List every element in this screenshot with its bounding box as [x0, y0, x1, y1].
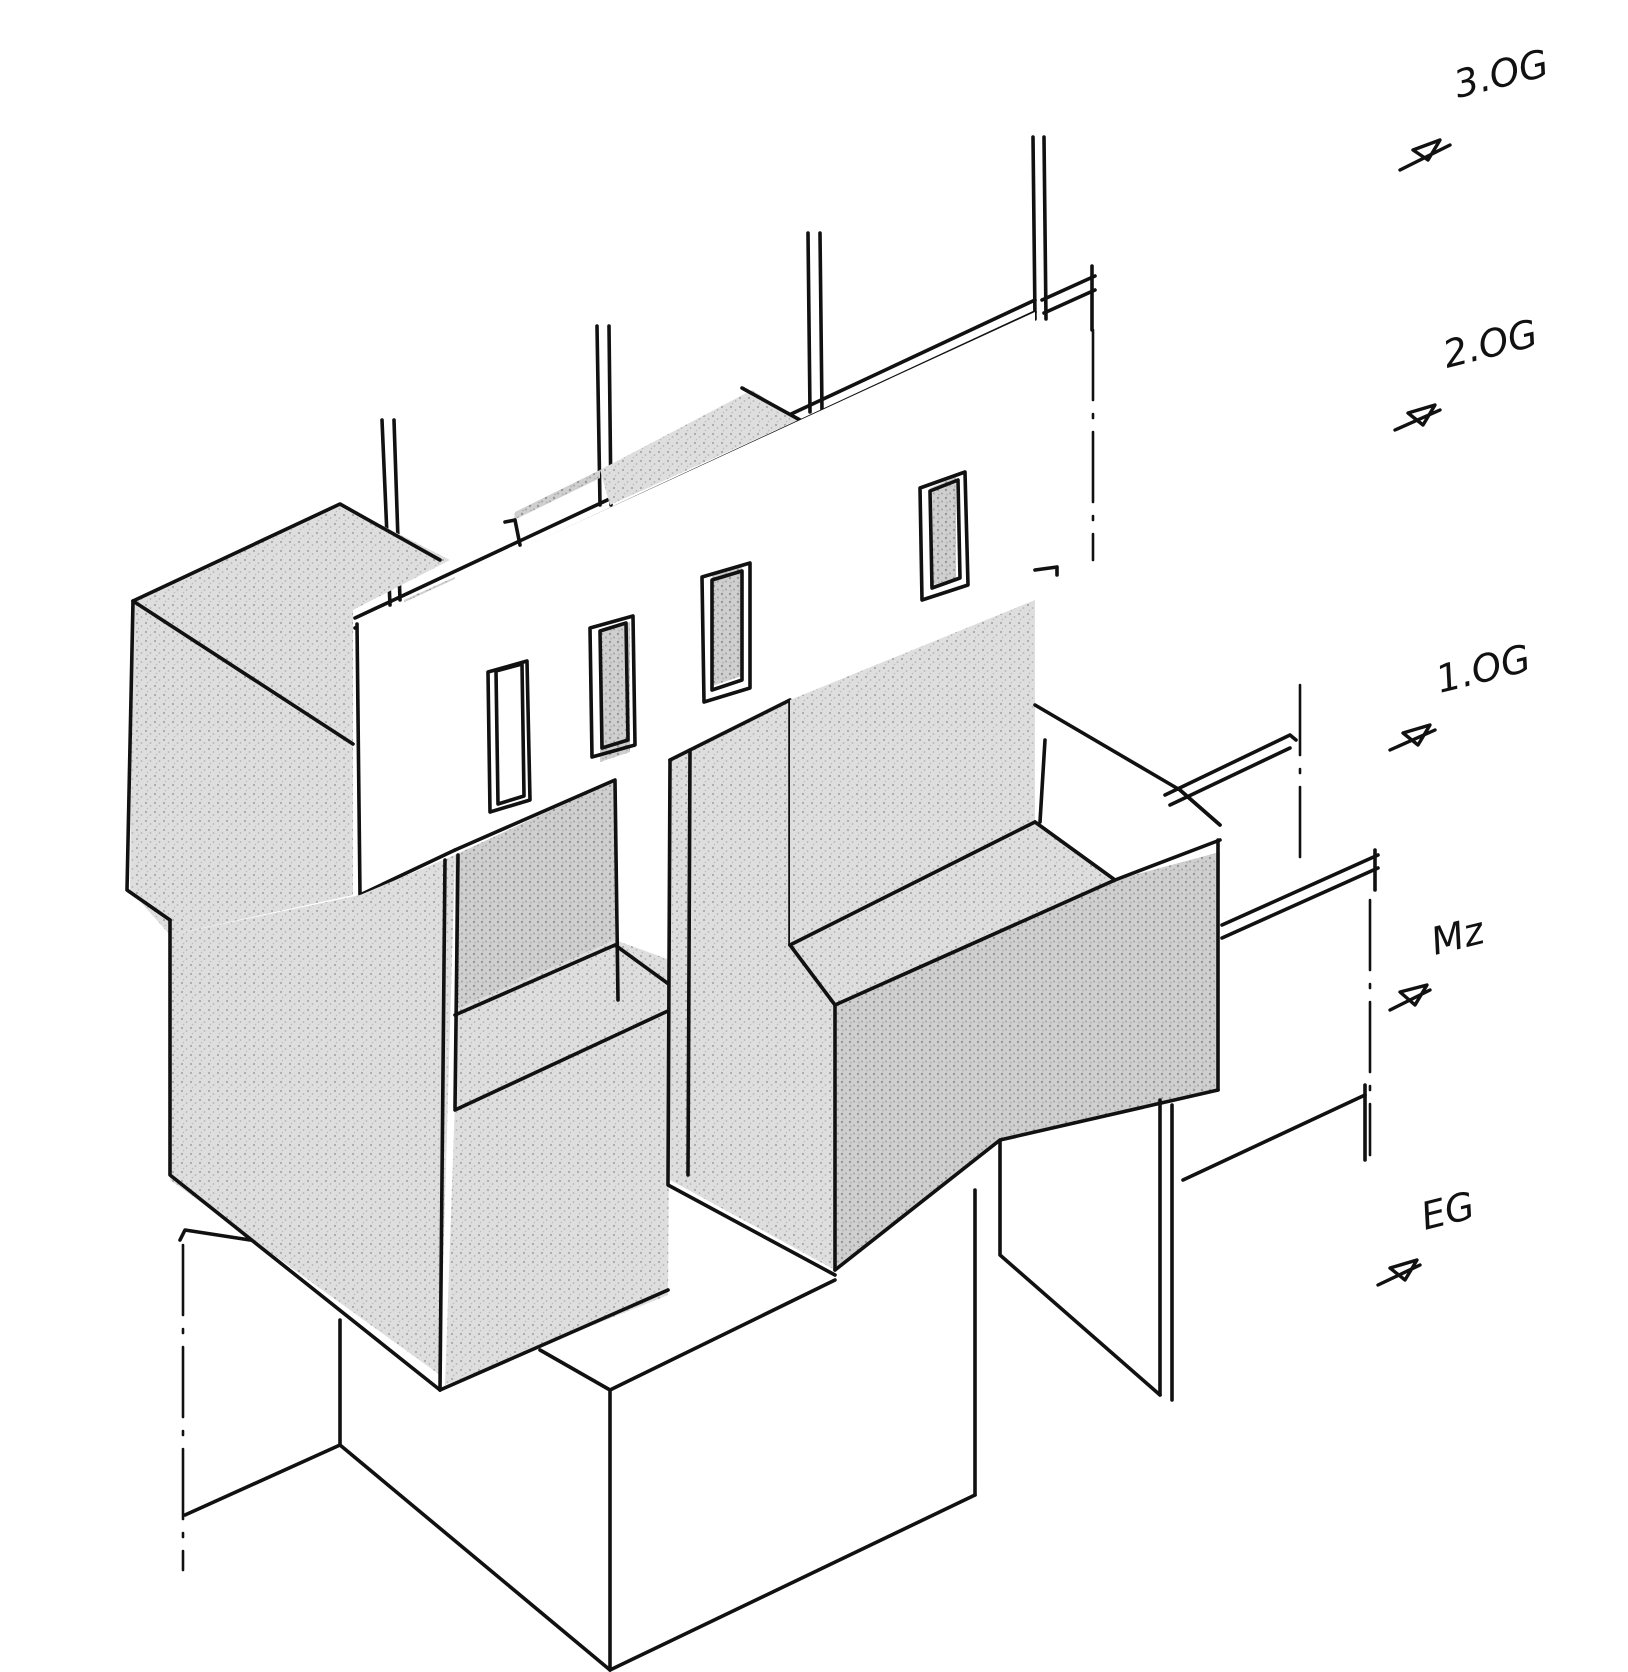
level-2og: 2.OG: [1393, 311, 1542, 432]
left-centre-block: [168, 778, 672, 1392]
window-4: [918, 470, 970, 602]
triangle-level-marker-icon: [1376, 1258, 1422, 1287]
upper-shaded-slots: [404, 386, 802, 607]
level-markers: 3.OG 2.OG 1.OG Mz EG: [1376, 41, 1553, 1287]
left-upper-block: [125, 502, 450, 935]
facade-windows: [486, 470, 970, 814]
level-eg: EG: [1376, 1183, 1480, 1287]
right-block: [788, 600, 1380, 1272]
triangle-level-marker-icon: [1388, 723, 1437, 752]
level-label-mz: Mz: [1427, 908, 1490, 964]
window-3: [700, 561, 752, 704]
level-1og: 1.OG: [1388, 636, 1535, 752]
level-label-2og: 2.OG: [1439, 311, 1542, 377]
level-label-eg: EG: [1417, 1183, 1480, 1239]
triangle-level-marker-icon: [1398, 138, 1452, 172]
ground-floor-blocks: [178, 683, 1372, 1672]
level-label-3og: 3.OG: [1450, 41, 1553, 107]
window-2: [588, 614, 637, 762]
level-label-1og: 1.OG: [1432, 636, 1535, 702]
level-mz: Mz: [1388, 908, 1490, 1012]
centre-block: [666, 698, 837, 1277]
level-3og: 3.OG: [1398, 41, 1553, 172]
triangle-level-marker-icon: [1393, 403, 1442, 432]
triangle-level-marker-icon: [1388, 983, 1432, 1012]
window-1: [486, 659, 532, 814]
